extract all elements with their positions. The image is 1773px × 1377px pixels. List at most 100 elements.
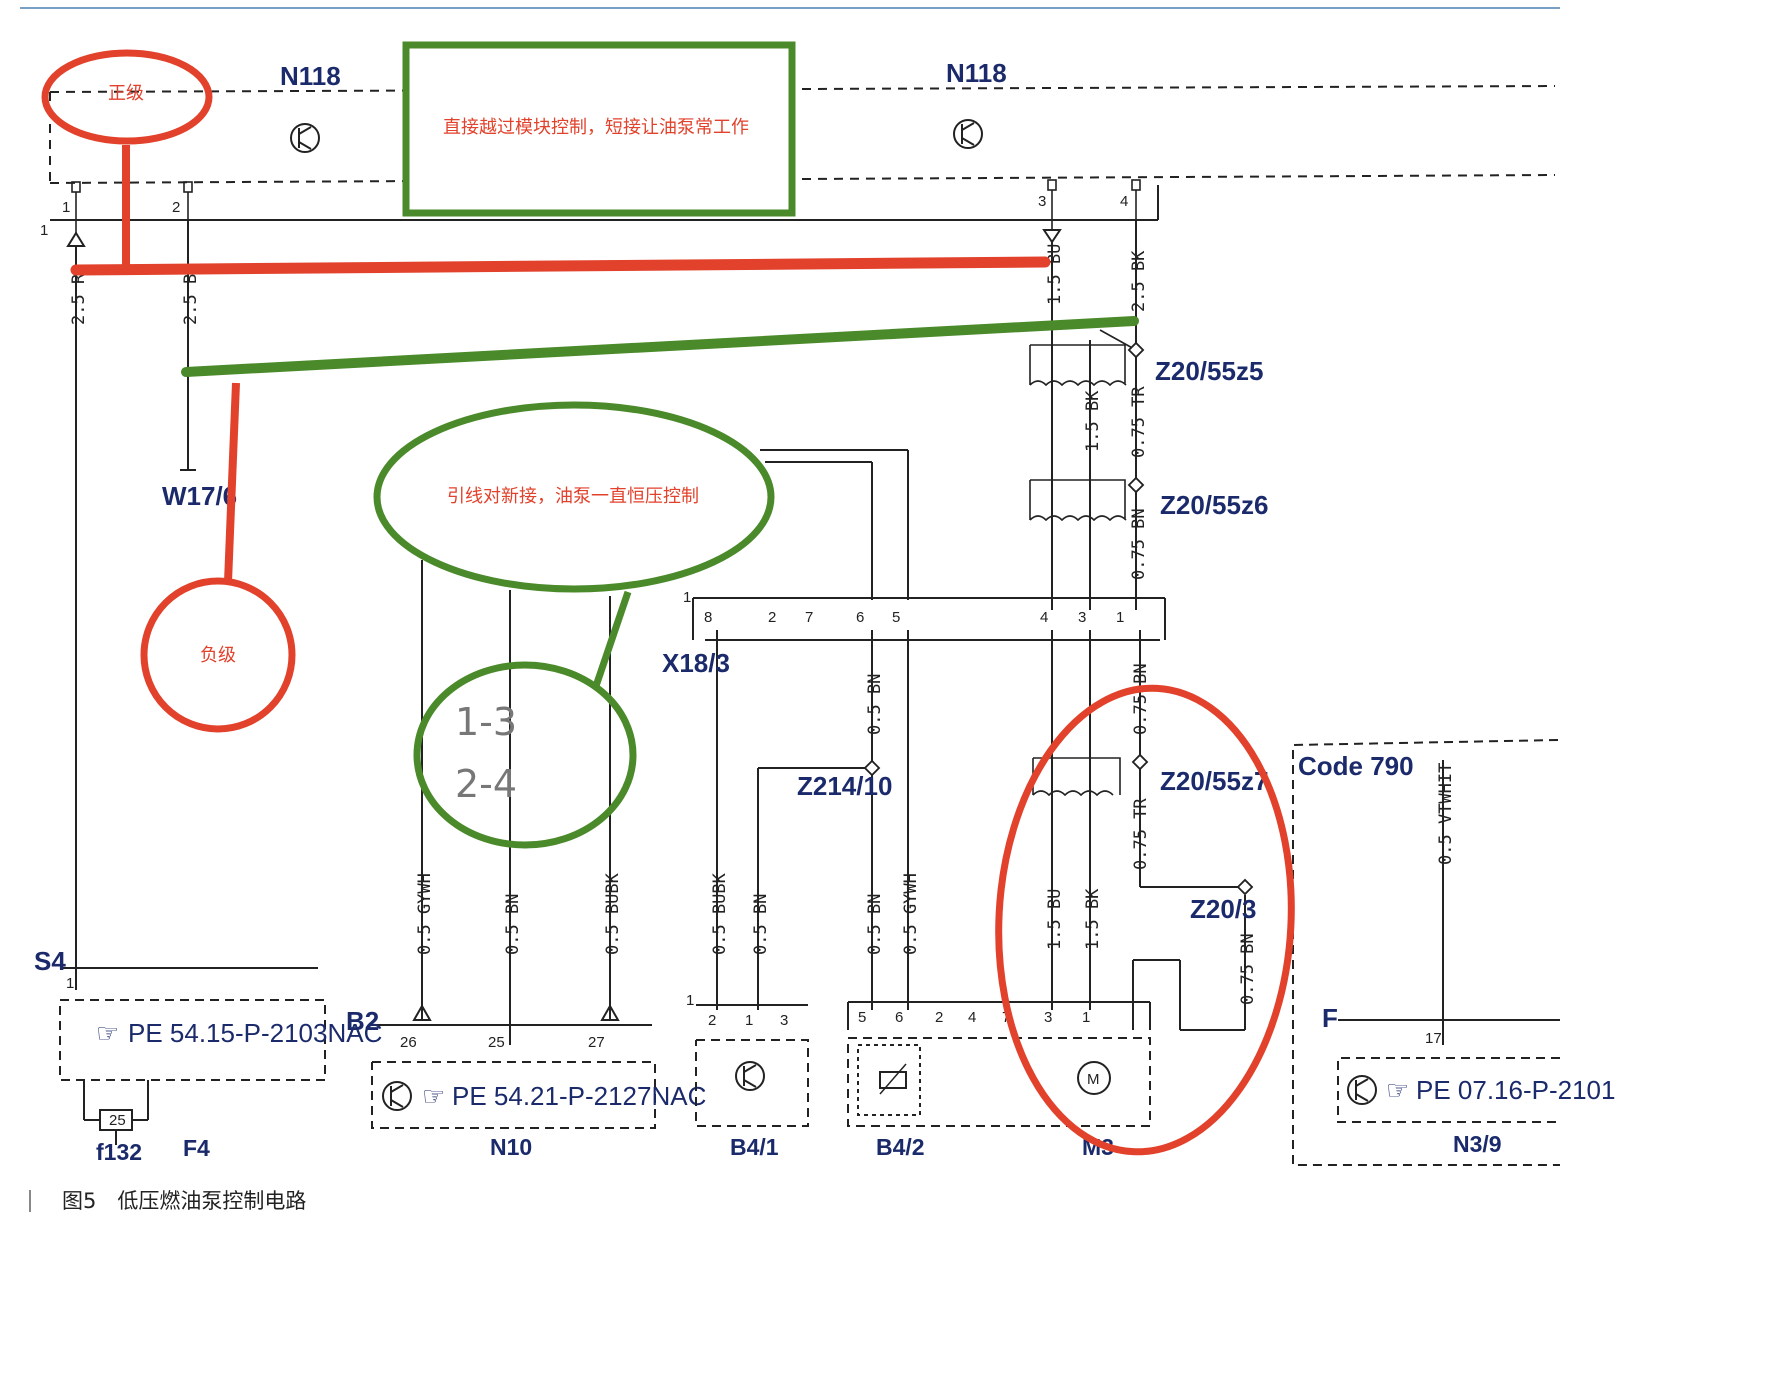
b4-2-label: B4/2: [876, 1134, 925, 1160]
ground-bridge-marker: [181, 316, 1139, 377]
pe-f4-reference: PE 54.15-P-2103NAC: [128, 1018, 382, 1048]
svg-text:0.75 BN: 0.75 BN: [1131, 663, 1151, 735]
svg-text:2.5 R: 2.5 R: [69, 273, 89, 325]
svg-text:25: 25: [488, 1034, 505, 1051]
z20-3-label: Z20/3: [1190, 894, 1257, 924]
n118-module: [49, 85, 1556, 184]
n118-connector-pins: [71, 179, 1141, 235]
wire-labels: 2.5 R 2.5 B 1.5 BU 2.5 BK 1.5 BK 0.75 TR…: [69, 244, 1456, 1005]
positive-note: 正级: [108, 83, 144, 104]
combo-2-4: 2-4: [455, 762, 517, 806]
svg-text:25: 25: [109, 1112, 126, 1129]
n10-module: [371, 1061, 656, 1129]
negative-callout: [140, 577, 296, 733]
svg-text:6: 6: [856, 609, 864, 626]
svg-text:1: 1: [683, 589, 691, 606]
svg-text:1.5 BK: 1.5 BK: [1083, 888, 1103, 950]
n10-label: N10: [490, 1134, 532, 1160]
x18-3-label: X18/3: [662, 648, 730, 678]
shield-symbols: [1029, 329, 1137, 797]
svg-text:0.75 TR: 0.75 TR: [1131, 798, 1151, 870]
code790-label: Code 790: [1298, 751, 1414, 781]
pe-n3-9-reference: PE 07.16-P-2101: [1416, 1075, 1615, 1105]
svg-text:M: M: [1087, 1071, 1100, 1088]
svg-text:2: 2: [708, 1012, 716, 1029]
svg-text:B2: B2: [346, 1006, 379, 1036]
svg-text:5: 5: [892, 609, 900, 626]
b4-2-module: [847, 1037, 1151, 1127]
svg-text:F: F: [1322, 1003, 1338, 1033]
n3-9-label: N3/9: [1453, 1131, 1502, 1157]
svg-text:0.5 VTWHIT: 0.5 VTWHIT: [1436, 763, 1456, 865]
splice-points: [863, 341, 1254, 896]
fuel-pump-highlight: [995, 684, 1295, 1156]
svg-text:4: 4: [968, 1009, 976, 1026]
f4-label: F4: [183, 1135, 210, 1161]
pe-n10-reference: PE 54.21-P-2127NAC: [452, 1081, 706, 1111]
f132-label: f132: [96, 1139, 142, 1165]
svg-text:3: 3: [1044, 1009, 1052, 1026]
bypass-note: 直接越过模块控制，短接让油泵常工作: [443, 117, 749, 138]
svg-text:1: 1: [40, 222, 48, 239]
negative-note: 负级: [200, 645, 236, 666]
svg-text:0.5 BUBK: 0.5 BUBK: [603, 872, 623, 955]
svg-text:7: 7: [805, 609, 813, 626]
svg-text:0.5 GYWH: 0.5 GYWH: [901, 873, 921, 955]
svg-text:17: 17: [1425, 1030, 1442, 1047]
motor-icon: [1077, 1061, 1111, 1095]
svg-text:☞: ☞: [422, 1081, 445, 1111]
svg-text:☞: ☞: [96, 1018, 119, 1048]
svg-text:0.5 BN: 0.5 BN: [503, 894, 523, 955]
rewire-callout: [373, 401, 775, 593]
svg-text:4: 4: [1040, 609, 1048, 626]
svg-text:2.5 BK: 2.5 BK: [1129, 250, 1149, 312]
svg-text:26: 26: [400, 1034, 417, 1051]
svg-text:0.5 GYWH: 0.5 GYWH: [415, 873, 435, 955]
f4-module: [59, 999, 326, 1081]
svg-text:1.5 BK: 1.5 BK: [1083, 390, 1103, 452]
svg-text:1: 1: [1082, 1009, 1090, 1026]
z214-10-label: Z214/10: [797, 771, 892, 801]
svg-text:3: 3: [1038, 193, 1046, 210]
svg-text:1.5 BU: 1.5 BU: [1045, 244, 1065, 305]
transistor-icon: [290, 119, 983, 153]
svg-text:0.5 BN: 0.5 BN: [865, 674, 885, 735]
svg-text:2: 2: [768, 609, 776, 626]
n118-left-label: N118: [280, 61, 341, 91]
svg-text:1: 1: [1116, 609, 1124, 626]
svg-text:1: 1: [686, 992, 694, 1009]
b4-1-module: [695, 1039, 809, 1127]
svg-text:0.5 BN: 0.5 BN: [751, 894, 771, 955]
b4-1-label: B4/1: [730, 1134, 779, 1160]
svg-text:0.75 BN: 0.75 BN: [1129, 508, 1149, 580]
svg-text:1: 1: [745, 1012, 753, 1029]
code790-frame: [1292, 739, 1560, 1166]
w17-6-label: W17/6: [162, 481, 237, 511]
rewire-note: 引线对新接，油泵一直恒压控制: [447, 486, 699, 507]
svg-text:3: 3: [780, 1012, 788, 1029]
z20-55z7-label: Z20/55z7: [1160, 766, 1268, 796]
bypass-callout: [402, 41, 796, 217]
svg-text:0.5 BUBK: 0.5 BUBK: [710, 872, 730, 955]
svg-text:0.75 BN: 0.75 BN: [1238, 933, 1258, 1005]
svg-text:6: 6: [895, 1009, 903, 1026]
svg-text:0.75 TR: 0.75 TR: [1129, 386, 1149, 458]
svg-text:1: 1: [66, 975, 74, 992]
svg-text:8: 8: [704, 609, 712, 626]
positive-bridge-marker: [70, 256, 1051, 276]
svg-text:☞: ☞: [1386, 1075, 1409, 1105]
svg-text:2.5 B: 2.5 B: [181, 274, 201, 325]
pin-combo-callout: [413, 661, 637, 849]
positive-callout: [41, 49, 213, 145]
n118-right-label: N118: [946, 58, 1007, 88]
svg-text:0.5 BN: 0.5 BN: [865, 894, 885, 955]
svg-text:S4: S4: [34, 946, 66, 976]
svg-text:5: 5: [858, 1009, 866, 1026]
svg-text:1: 1: [62, 199, 70, 216]
svg-text:3: 3: [1078, 609, 1086, 626]
svg-text:2: 2: [935, 1009, 943, 1026]
svg-text:4: 4: [1120, 193, 1128, 210]
combo-1-3: 1-3: [455, 700, 517, 744]
svg-text:2: 2: [172, 199, 180, 216]
